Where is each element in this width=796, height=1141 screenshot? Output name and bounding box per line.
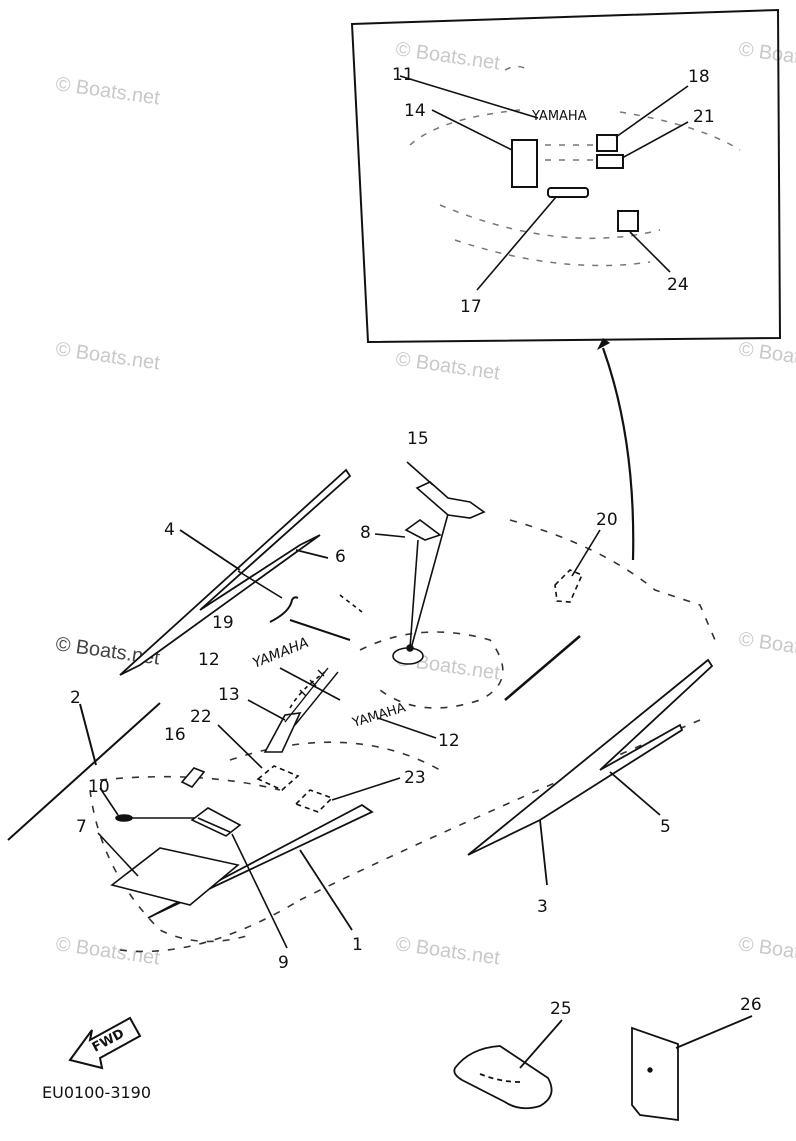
decal-24-shape	[617, 210, 639, 232]
callout-8: 8	[360, 523, 371, 543]
decal-22-23	[256, 765, 334, 813]
callout-15: 15	[407, 429, 429, 449]
watermark: © Boats.net	[737, 338, 796, 374]
part-13-shape	[247, 671, 326, 753]
callout-24: 24	[667, 275, 689, 295]
inset-border	[350, 8, 782, 344]
callout-11: 11	[392, 65, 414, 85]
watermark: © Boats.net	[737, 628, 796, 664]
callout-21: 21	[693, 107, 715, 127]
inset-panel	[350, 8, 782, 344]
watermark: © Boats.net	[54, 73, 161, 109]
callout-layer: 11 14 18 21 17 24 15 20 8 4 6 19 12 13 2…	[70, 65, 762, 1019]
callout-23: 23	[404, 768, 426, 788]
inset-hull-outline	[409, 65, 741, 267]
part-9-10	[99, 787, 288, 949]
callout-4: 4	[164, 520, 175, 540]
callout-3: 3	[537, 897, 548, 917]
fwd-arrow-icon	[68, 1016, 142, 1070]
watermark: © Boats.net	[394, 933, 501, 969]
callout-25: 25	[550, 999, 572, 1019]
decal-20-shape	[554, 529, 601, 603]
callout-20: 20	[596, 510, 618, 530]
part-19-shape	[269, 596, 351, 641]
callout-5: 5	[660, 817, 671, 837]
watermark: © Boats.net	[54, 933, 161, 969]
callout-17: 17	[460, 297, 482, 317]
decal-21-shape	[596, 154, 624, 169]
callout-1: 1	[352, 935, 363, 955]
decal-14-shape	[511, 139, 538, 188]
inset-pointer-arrow	[597, 338, 635, 561]
callout-6: 6	[335, 547, 346, 567]
watermark-layer: © Boats.net © Boats.net © Boats.net © Bo…	[54, 38, 796, 969]
diagram-code: EU0100-3190	[42, 1083, 151, 1102]
hull-brand-left: YAMAHA	[251, 635, 312, 672]
callout-13: 13	[218, 685, 240, 705]
decal-16-shape	[180, 767, 206, 789]
callout-19: 19	[212, 613, 234, 633]
decal-17-shape	[547, 187, 589, 198]
callout-14: 14	[404, 101, 426, 121]
callout-22: 22	[190, 707, 212, 727]
decal-18-shape	[596, 134, 618, 152]
watermark: © Boats.net	[394, 348, 501, 384]
leaders-misc	[217, 570, 437, 801]
watermark: © Boats.net	[737, 38, 796, 74]
callout-7: 7	[76, 817, 87, 837]
stripe-3-5	[467, 635, 714, 886]
hull-brand-right: YAMAHA	[350, 700, 408, 731]
callout-18: 18	[688, 67, 710, 87]
decal-7-shape	[97, 832, 240, 906]
callout-12b: 12	[438, 731, 460, 751]
callout-2: 2	[70, 688, 81, 708]
stripe-4-6	[119, 468, 352, 676]
watermark: © Boats.net	[54, 338, 161, 374]
callout-12: 12	[198, 650, 220, 670]
hull-outline	[89, 519, 716, 953]
part-25-shape	[453, 1019, 563, 1110]
part-26-shape	[631, 1015, 753, 1122]
inset-brand-decal: YAMAHA	[531, 109, 587, 124]
callout-10: 10	[88, 777, 110, 797]
decal-8-15	[374, 461, 486, 665]
stripe-2	[7, 702, 161, 841]
watermark: © Boats.net	[737, 933, 796, 969]
decal-13-pattern	[284, 667, 339, 726]
callout-26: 26	[740, 995, 762, 1015]
callout-9: 9	[278, 953, 289, 973]
callout-16: 16	[164, 725, 186, 745]
